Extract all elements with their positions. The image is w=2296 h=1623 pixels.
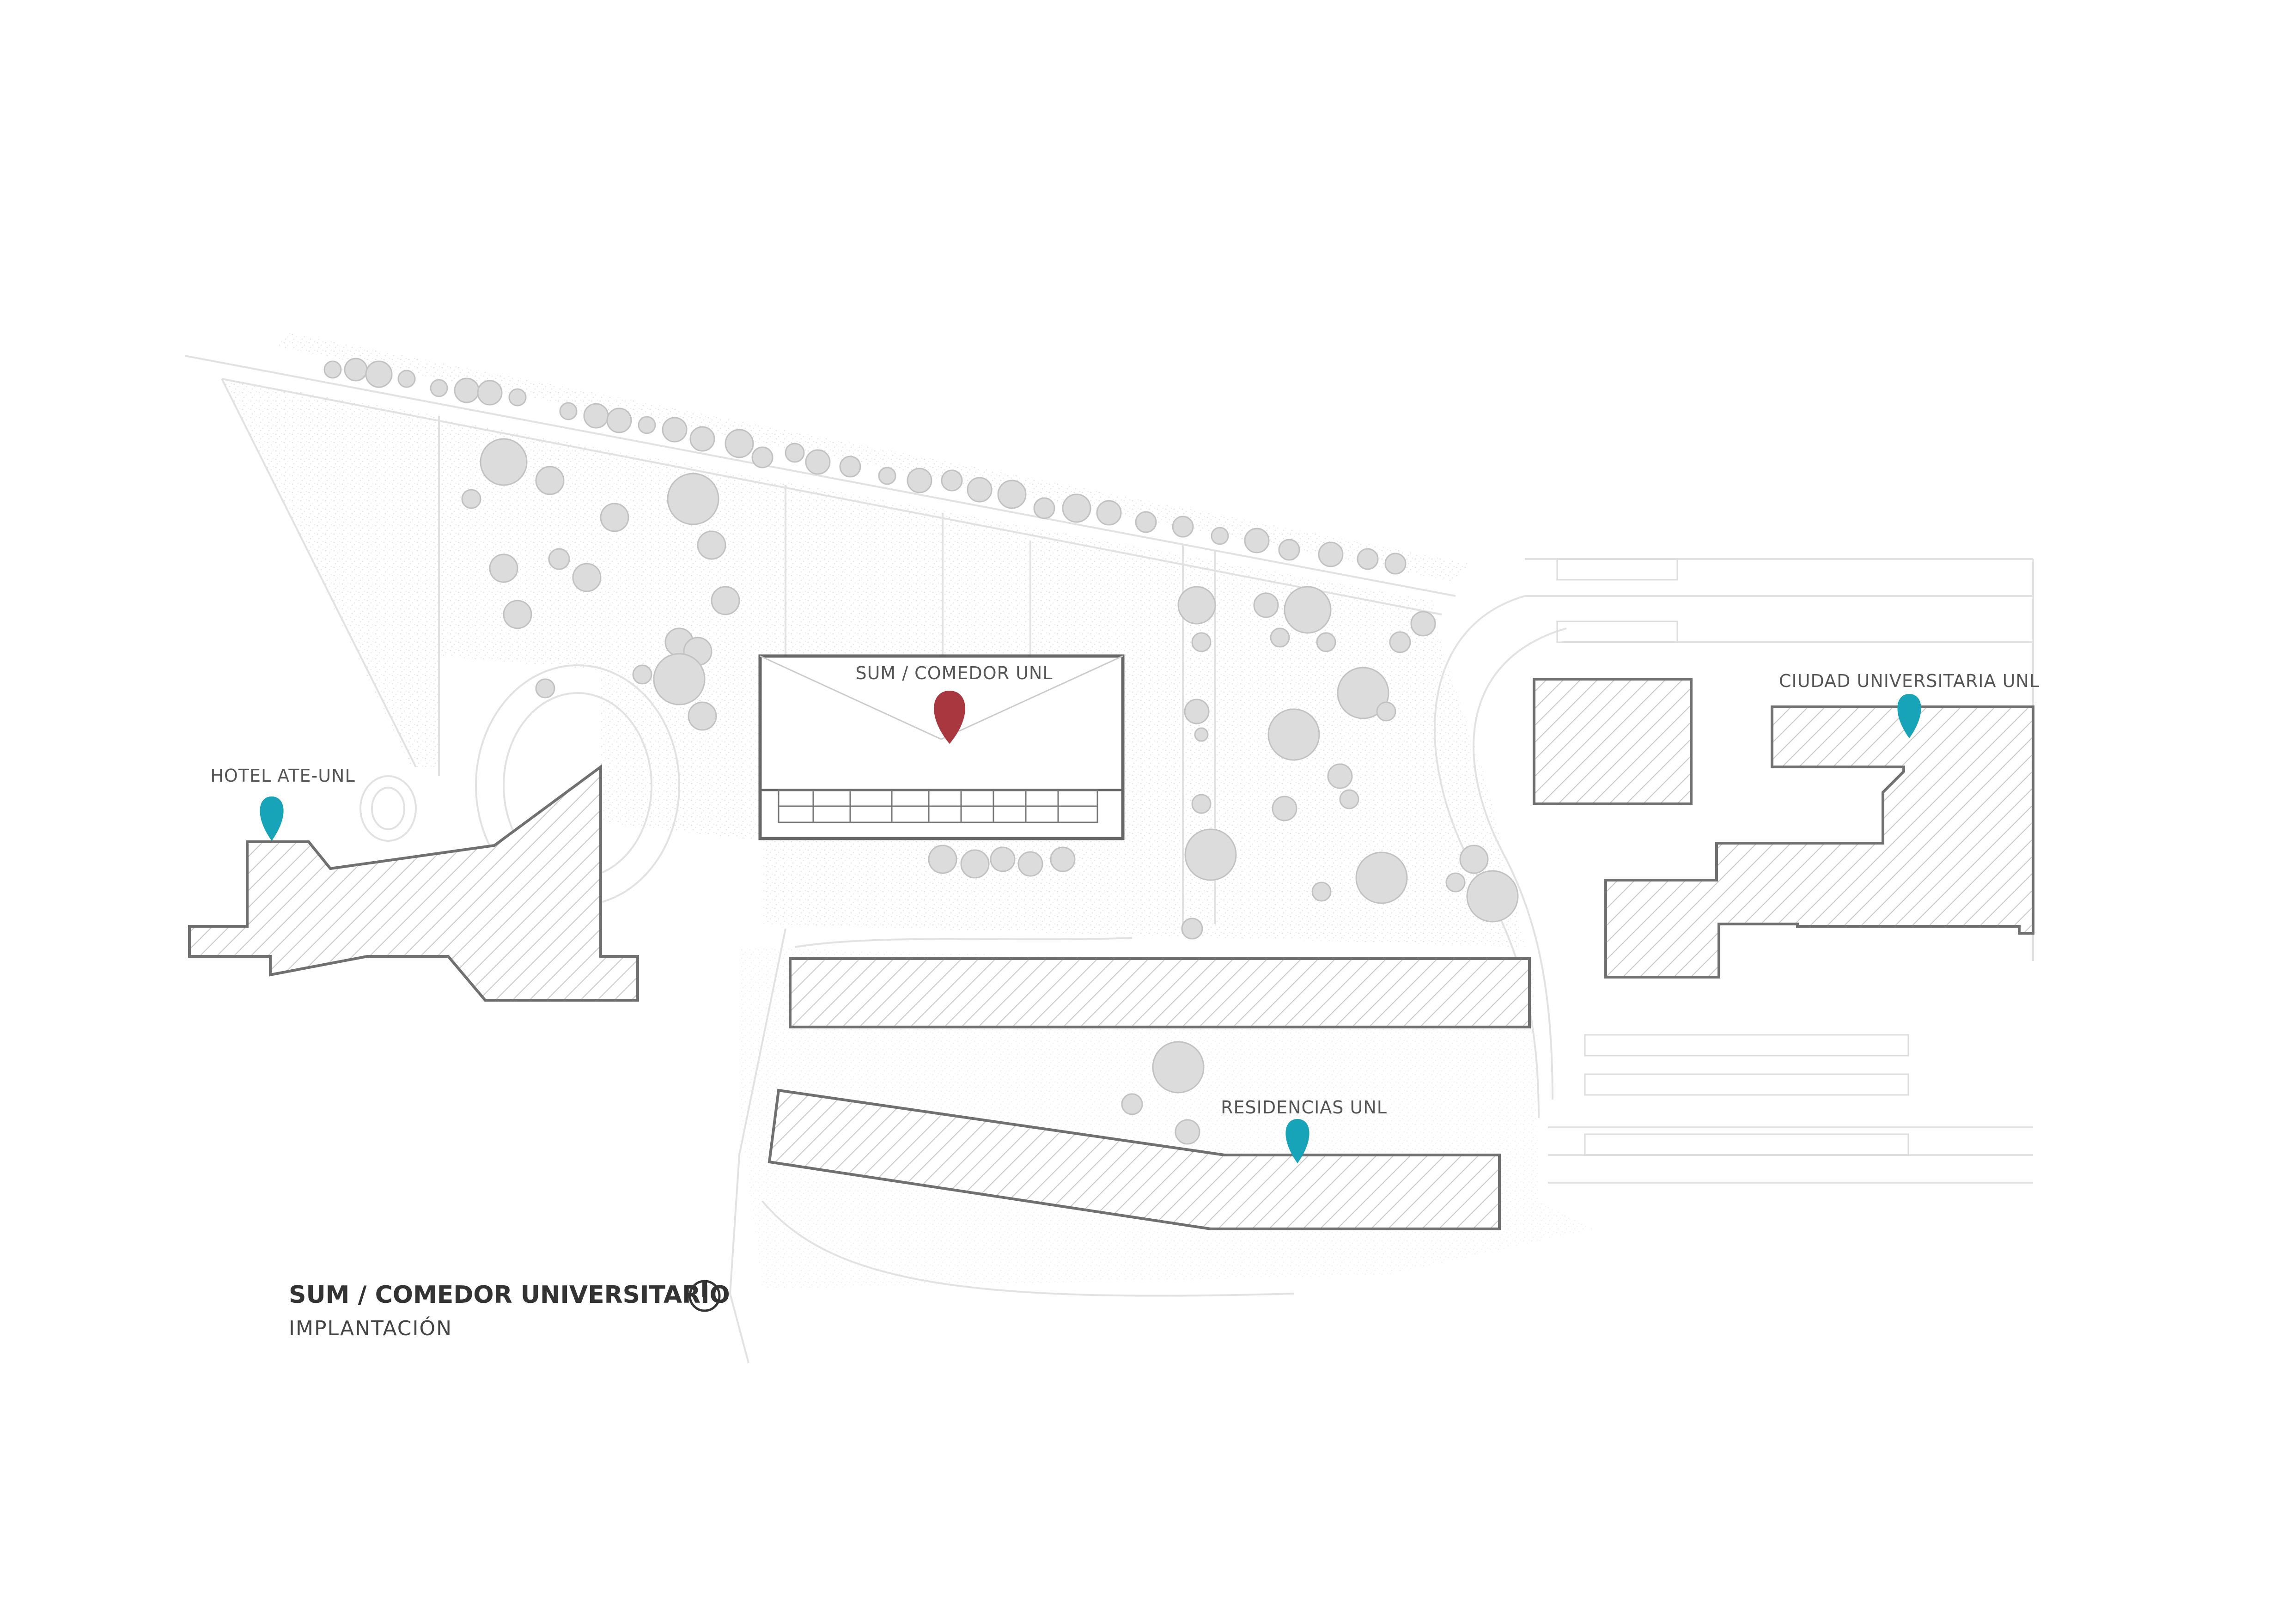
parking-rows: [1556, 558, 1909, 1156]
buildings: [188, 654, 2034, 1230]
markers: [260, 691, 1921, 1163]
map-pin-icon[interactable]: [260, 796, 284, 841]
label-sum-comedor: SUM / COMEDOR UNL: [856, 663, 1053, 683]
building-square-block: [1533, 678, 1693, 805]
label-residencias: RESIDENCIAS UNL: [1221, 1097, 1387, 1118]
map-pin-icon[interactable]: [934, 691, 965, 744]
plan-title: SUM / COMEDOR UNIVERSITARIO: [289, 1281, 730, 1309]
trees: [323, 358, 1519, 1145]
building-residencias-north: [789, 957, 1531, 1028]
map-pin-icon[interactable]: [1285, 1119, 1309, 1163]
label-hotel: HOTEL ATE-UNL: [210, 766, 355, 786]
building-residencias-south: [767, 1088, 1501, 1230]
building-hotel: [188, 764, 639, 1002]
title-block: SUM / COMEDOR UNIVERSITARIO IMPLANTACIÓN: [289, 1280, 730, 1340]
plan-subtitle: IMPLANTACIÓN: [289, 1316, 452, 1340]
label-ciudad-universitaria: CIUDAD UNIVERSITARIA UNL: [1779, 671, 2040, 691]
north-arrow-icon: [688, 1280, 721, 1312]
building-sum-comedor: [758, 654, 1125, 840]
map-pin-icon[interactable]: [1897, 694, 1921, 738]
map-labels: SUM / COMEDOR UNL HOTEL ATE-UNL CIUDAD U…: [210, 663, 2040, 1118]
building-ciudad-universitaria: [1604, 705, 2034, 979]
